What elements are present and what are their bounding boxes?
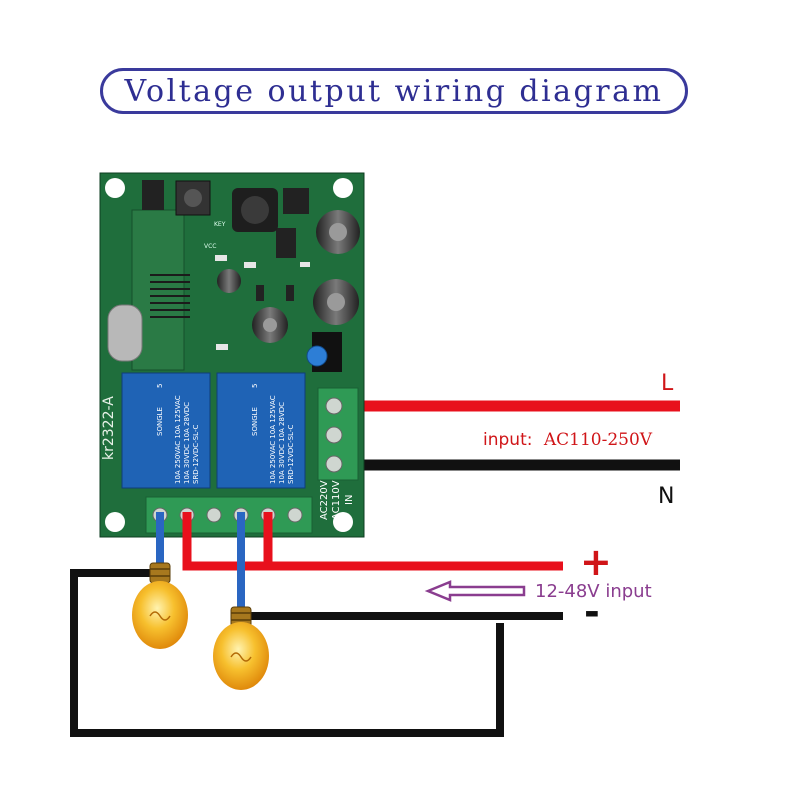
wire-minus-input xyxy=(241,612,563,625)
label-minus: - xyxy=(584,590,600,634)
output-screw xyxy=(206,507,222,523)
terminal-label-ac220v: AC220V xyxy=(319,480,330,520)
relay-2-brand: SONGLE xyxy=(251,407,259,436)
mounting-hole xyxy=(333,178,353,198)
capacitor xyxy=(313,279,359,325)
terminal-screw-l xyxy=(325,397,343,415)
relay-2-model: SRD-12VDC-SL-C xyxy=(287,425,295,484)
relay-2-rating-1: 10A 250VAC 10A 125VAC xyxy=(269,395,277,484)
dc-input-arrow-icon xyxy=(424,580,526,602)
relay-1: SRD-12VDC-SL-C 10A 250VAC 10A 125VAC 10A… xyxy=(121,372,211,489)
relay-1-rating-1: 10A 250VAC 10A 125VAC xyxy=(174,395,182,484)
terminal-screw-n xyxy=(325,455,343,473)
relay-board: KEY VCC xyxy=(99,172,365,538)
capacitor xyxy=(252,307,288,343)
relay-1-number: 5 xyxy=(156,384,164,388)
relay-2: SRD-12VDC-SL-C 10A 250VAC 10A 125VAC 10A… xyxy=(216,372,306,489)
board-model-side-text: kr2322-A xyxy=(101,396,117,460)
capacitor xyxy=(316,210,360,254)
title-text: Voltage output wiring diagram xyxy=(124,73,664,109)
bulb-2 xyxy=(213,606,269,690)
label-dc-input: 12-48V input xyxy=(535,581,652,602)
relay-1-model: SRD-12VDC-SL-C xyxy=(192,425,200,484)
label-ac-input: input: AC110-250V xyxy=(483,430,653,450)
terminal-screw-mid xyxy=(325,426,343,444)
chip xyxy=(142,180,164,210)
vcc-label: VCC xyxy=(204,243,216,250)
label-ac-input-prefix: input: xyxy=(483,430,532,450)
label-live: L xyxy=(661,371,674,396)
antenna-coil xyxy=(150,274,190,318)
capacitor xyxy=(217,269,241,293)
wire-bulb1-loop xyxy=(70,569,504,737)
mounting-hole xyxy=(105,178,125,198)
relay-1-brand: SONGLE xyxy=(156,407,164,436)
key-button-cap xyxy=(184,189,202,207)
led-indicator xyxy=(306,345,328,367)
bulb-1 xyxy=(132,562,188,649)
output-screw xyxy=(287,507,303,523)
label-neutral: N xyxy=(658,484,674,509)
output-terminal-block xyxy=(145,496,313,534)
relay-2-rating-2: 10A 30VDC 10A 28VDC xyxy=(278,402,286,484)
crystal xyxy=(107,304,143,362)
mounting-hole xyxy=(333,512,353,532)
relay-1-rating-2: 10A 30VDC 10A 28VDC xyxy=(183,402,191,484)
chip xyxy=(276,228,296,258)
terminal-label-in: IN xyxy=(344,495,355,505)
wire-red-positive xyxy=(182,512,563,571)
output-wires xyxy=(156,512,563,610)
label-plus: + xyxy=(580,540,612,584)
ac-terminal-block xyxy=(317,387,359,481)
terminal-label-ac110v: AC110V xyxy=(331,480,342,520)
page-title: Voltage output wiring diagram xyxy=(100,68,688,114)
label-ac-input-range: AC110-250V xyxy=(543,430,653,450)
relay-2-number: 5 xyxy=(251,384,259,388)
small-components xyxy=(215,255,310,350)
mounting-hole xyxy=(105,512,125,532)
key-label: KEY xyxy=(214,221,226,228)
chip xyxy=(283,188,309,214)
